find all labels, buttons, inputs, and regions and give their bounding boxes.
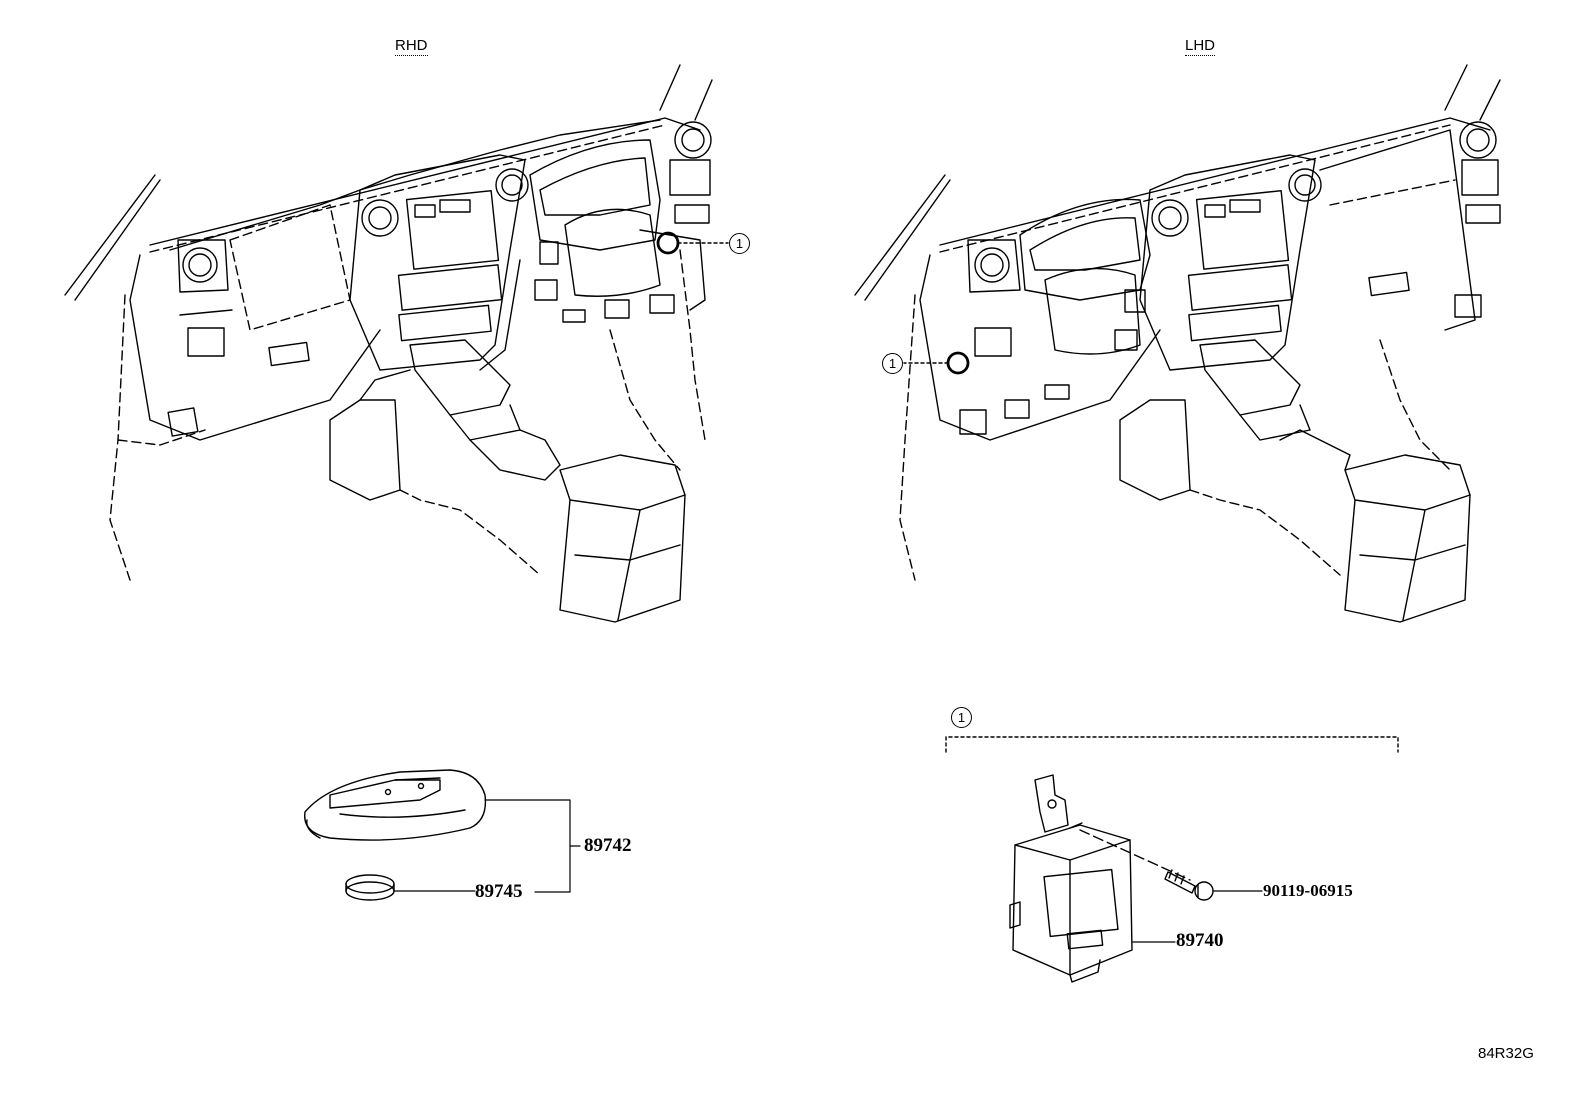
lhd-dashboard-drawing [854,64,1501,623]
part-number-key-fob[interactable]: 89742 [584,835,632,856]
battery-drawing [345,874,476,901]
rhd-view-label: RHD [395,37,428,56]
lhd-view-label: LHD [1185,37,1216,56]
part-number-receiver[interactable]: 89740 [1176,930,1224,951]
receiver-module-drawing [1009,774,1191,983]
callout-receiver-group: 1 [951,707,972,728]
callout-lhd-location: 1 [882,353,903,374]
key-fob-drawing [304,769,581,893]
part-number-bolt[interactable]: 90119-06915 [1263,881,1353,900]
callout-bracket [945,736,1399,753]
callout-rhd-location: 1 [729,233,750,254]
drawing-code: 84R32G [1478,1045,1534,1062]
part-number-battery[interactable]: 89745 [475,881,523,902]
rhd-dashboard-drawing [64,64,729,623]
bolt-drawing [1164,869,1263,901]
